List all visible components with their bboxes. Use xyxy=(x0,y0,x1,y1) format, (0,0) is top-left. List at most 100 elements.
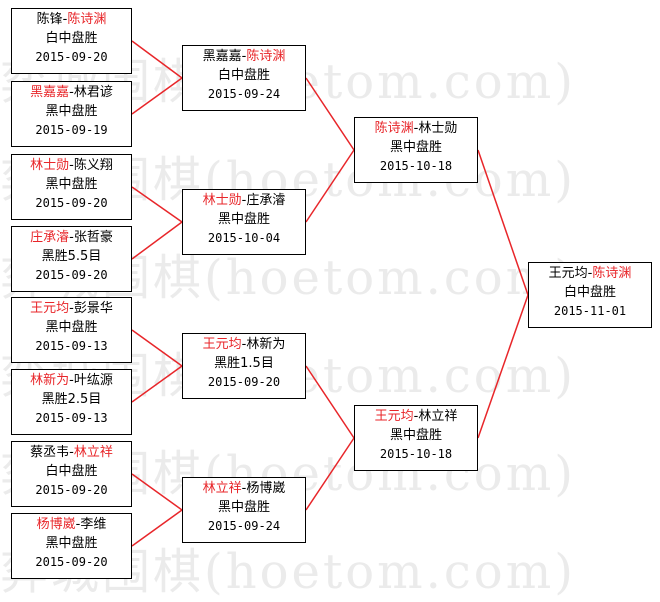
match-date: 2015-10-18 xyxy=(379,159,453,173)
bracket-diagram: 弈城围棋(hoetom.com) 弈城围棋(hoetom.com) 弈城围棋(h… xyxy=(0,8,652,600)
winner-name: 林士勋 xyxy=(30,158,70,173)
match-date: 2015-09-20 xyxy=(35,555,108,569)
match-date: 2015-09-20 xyxy=(35,268,108,282)
players-line: 庄承濬-张哲豪 xyxy=(30,230,113,245)
winner-name: 杨博崴 xyxy=(36,517,76,532)
match-result: 黑中盘胜 xyxy=(45,104,98,119)
match-box: 王元均-林新为 黑胜1.5目 2015-09-20 xyxy=(182,333,306,399)
connector-line xyxy=(131,365,183,403)
players-line: 林立祥-杨博崴 xyxy=(202,481,286,496)
match-box: 杨博崴-李维 黑中盘胜 2015-09-20 xyxy=(11,513,132,579)
winner-name: 陈诗渊 xyxy=(246,49,286,64)
player-name: 叶纮源 xyxy=(73,373,113,388)
winner-name: 林立祥 xyxy=(202,481,242,496)
players-line: 王元均-林新为 xyxy=(202,337,286,352)
connector-line xyxy=(305,437,355,511)
player-name: 李维 xyxy=(80,517,107,532)
player-name: 黑嘉嘉 xyxy=(202,49,242,64)
connector-line xyxy=(477,149,529,296)
match-box: 陈锋-陈诗渊 白中盘胜 2015-09-20 xyxy=(11,8,132,74)
winner-name: 陈诗渊 xyxy=(374,121,414,136)
match-result: 黑中盘胜 xyxy=(217,500,270,515)
winner-name: 林新为 xyxy=(30,373,70,388)
players-line: 陈诗渊-林士勋 xyxy=(374,121,458,136)
match-date: 2015-09-13 xyxy=(35,411,108,425)
match-result: 黑胜1.5目 xyxy=(214,356,274,371)
winner-name: 黑嘉嘉 xyxy=(30,85,70,100)
player-name: 陈义翔 xyxy=(73,158,113,173)
player-name: 林士勋 xyxy=(418,121,458,136)
connector-line xyxy=(477,294,529,439)
player-name: 陈锋 xyxy=(36,12,63,27)
bracket-connectors xyxy=(131,40,529,547)
player-name: 林立祥 xyxy=(418,409,458,424)
connector-line xyxy=(131,40,183,79)
winner-name: 王元均 xyxy=(202,337,242,352)
winner-name: 陈诗渊 xyxy=(592,266,632,281)
match-box: 庄承濬-张哲豪 黑胜5.5目 2015-09-20 xyxy=(11,226,132,292)
match-date: 2015-09-19 xyxy=(35,123,108,137)
players-line: 王元均-林立祥 xyxy=(374,409,458,424)
winner-name: 陈诗渊 xyxy=(67,12,107,27)
winner-name: 王元均 xyxy=(374,409,414,424)
connector-line xyxy=(131,509,183,547)
player-name: 王元均 xyxy=(548,266,588,281)
match-box: 林立祥-杨博崴 黑中盘胜 2015-09-24 xyxy=(182,477,306,543)
match-date: 2015-09-20 xyxy=(35,50,108,64)
match-result: 白中盘胜 xyxy=(45,464,98,479)
match-box: 林士勋-庄承濬 黑中盘胜 2015-10-04 xyxy=(182,189,306,255)
match-box: 黑嘉嘉-林君谚 黑中盘胜 2015-09-19 xyxy=(11,81,132,147)
players-line: 王元均-彭景华 xyxy=(30,301,113,316)
winner-name: 林立祥 xyxy=(73,445,113,460)
match-date: 2015-09-20 xyxy=(207,375,281,389)
match-date: 2015-09-24 xyxy=(207,87,281,101)
match-box: 林士勋-陈义翔 黑中盘胜 2015-09-20 xyxy=(11,154,132,220)
player-name: 林新为 xyxy=(246,337,286,352)
match-result: 白中盘胜 xyxy=(563,285,616,300)
match-box: 陈诗渊-林士勋 黑中盘胜 2015-10-18 xyxy=(354,117,478,183)
winner-name: 林士勋 xyxy=(202,193,242,208)
players-line: 黑嘉嘉-林君谚 xyxy=(30,85,113,100)
player-name: 杨博崴 xyxy=(246,481,286,496)
players-line: 杨博崴-李维 xyxy=(36,517,107,532)
match-box: 林新为-叶纮源 黑胜2.5目 2015-09-13 xyxy=(11,369,132,435)
connector-line xyxy=(131,186,183,223)
players-line: 林士勋-庄承濬 xyxy=(202,193,286,208)
player-name: 庄承濬 xyxy=(246,193,286,208)
match-result: 黑胜5.5目 xyxy=(41,249,102,264)
match-date: 2015-09-24 xyxy=(207,519,281,533)
player-name: 林君谚 xyxy=(73,85,113,100)
player-name: 张哲豪 xyxy=(73,230,113,245)
match-box: 王元均-陈诗渊 白中盘胜 2015-11-01 xyxy=(528,262,652,328)
match-result: 黑胜2.5目 xyxy=(41,392,102,407)
match-date: 2015-11-01 xyxy=(553,304,627,318)
match-date: 2015-09-20 xyxy=(35,483,108,497)
players-line: 陈锋-陈诗渊 xyxy=(36,12,107,27)
winner-name: 庄承濬 xyxy=(30,230,70,245)
match-result: 黑中盘胜 xyxy=(389,428,442,443)
match-box: 黑嘉嘉-陈诗渊 白中盘胜 2015-09-24 xyxy=(182,45,306,111)
match-result: 黑中盘胜 xyxy=(45,177,98,192)
match-date: 2015-09-13 xyxy=(35,339,108,353)
connector-line xyxy=(131,77,183,115)
match-box: 王元均-林立祥 黑中盘胜 2015-10-18 xyxy=(354,405,478,471)
match-result: 黑中盘胜 xyxy=(389,140,442,155)
winner-name: 王元均 xyxy=(30,301,70,316)
match-date: 2015-10-18 xyxy=(379,447,453,461)
connector-line xyxy=(131,329,183,367)
players-line: 黑嘉嘉-陈诗渊 xyxy=(202,49,286,64)
match-result: 白中盘胜 xyxy=(217,68,270,83)
player-name: 蔡丞韦 xyxy=(30,445,70,460)
players-line: 王元均-陈诗渊 xyxy=(548,266,632,281)
player-name: 彭景华 xyxy=(73,301,113,316)
match-box: 王元均-彭景华 黑中盘胜 2015-09-13 xyxy=(11,297,132,363)
match-date: 2015-10-04 xyxy=(207,231,281,245)
match-box: 蔡丞韦-林立祥 白中盘胜 2015-09-20 xyxy=(11,441,132,507)
players-line: 林士勋-陈义翔 xyxy=(30,158,113,173)
match-date: 2015-09-20 xyxy=(35,196,108,210)
players-line: 蔡丞韦-林立祥 xyxy=(30,445,113,460)
match-result: 黑中盘胜 xyxy=(45,320,98,335)
connector-line xyxy=(305,77,355,151)
match-result: 白中盘胜 xyxy=(45,31,98,46)
connector-line xyxy=(131,473,183,511)
